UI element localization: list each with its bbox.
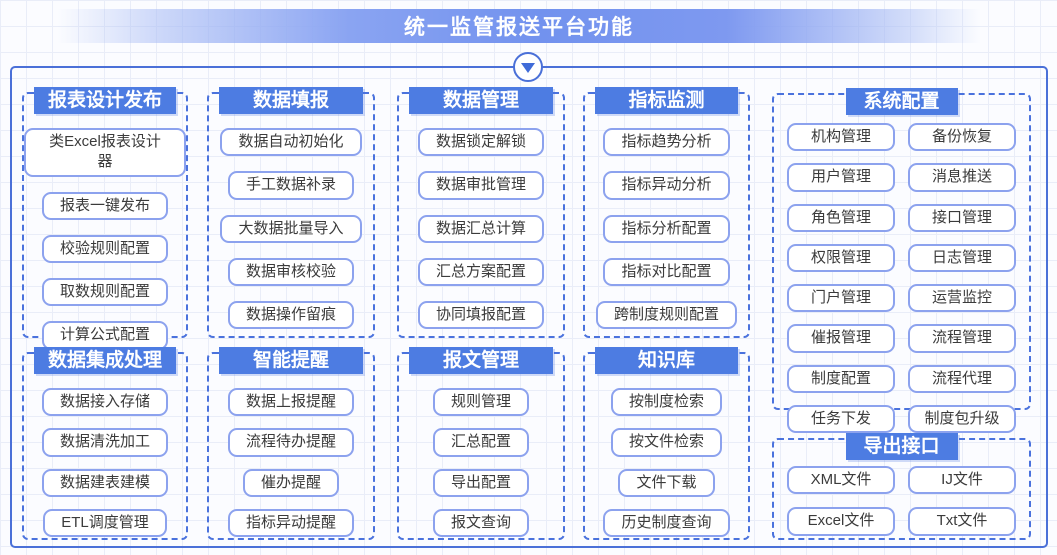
feature-button: 计算公式配置 [41,321,168,350]
feature-button: 类Excel报表设计器 [24,128,186,177]
feature-button: 指标异动分析 [603,171,730,200]
feature-button: 流程待办提醒 [227,428,354,457]
feature-button: 数据接入存储 [41,388,168,417]
feature-button: 指标异动提醒 [227,508,354,537]
feature-button: 数据自动初始化 [220,128,362,157]
feature-button: 规则管理 [432,388,529,417]
feature-button: 流程管理 [908,324,1016,353]
feature-button: 指标分析配置 [603,214,730,243]
group-title: 报表设计发布 [33,87,177,114]
feature-button: 数据上报提醒 [227,388,354,417]
feature-button: 校验规则配置 [41,234,168,263]
feature-button: 角色管理 [787,203,895,232]
feature-button: 数据审批管理 [417,171,544,200]
feature-button: 数据清洗加工 [41,428,168,457]
group-data-filling: 数据填报 数据自动初始化 手工数据补录 大数据批量导入 数据审核校验 数据操作留… [207,87,375,338]
feature-button: 数据锁定解锁 [417,128,544,157]
group-system-config: 系统配置 机构管理 备份恢复 用户管理 消息推送 角色管理 接口管理 权限管理 … [772,88,1031,433]
group-smart-reminder: 智能提醒 数据上报提醒 流程待办提醒 催办提醒 指标异动提醒 [207,347,375,540]
feature-button: 文件下载 [618,468,715,497]
feature-button: XML文件 [787,466,895,495]
group-title: 数据填报 [218,87,364,114]
page-title: 统一监管报送平台功能 [404,16,634,39]
feature-button: 用户管理 [787,163,895,192]
feature-button: ETL调度管理 [43,508,167,537]
feature-button: 消息推送 [908,163,1016,192]
feature-button: 导出配置 [432,468,529,497]
group-title: 导出接口 [845,433,958,460]
group-title: 报文管理 [408,347,554,374]
feature-button: 门户管理 [787,284,895,313]
feature-button: 数据建表建模 [41,468,168,497]
group-knowledge-base: 知识库 按制度检索 按文件检索 文件下载 历史制度查询 [583,347,750,540]
feature-button: Txt文件 [908,507,1016,536]
feature-button: 日志管理 [908,243,1016,272]
feature-button: 指标对比配置 [603,257,730,286]
group-title: 指标监测 [594,87,739,114]
feature-button: 权限管理 [787,243,895,272]
feature-button: 跨制度规则配置 [595,301,737,330]
feature-panel: 报表设计发布 类Excel报表设计器 报表一键发布 校验规则配置 取数规则配置 … [10,66,1048,548]
feature-button: 按制度检索 [610,388,722,417]
group-title: 知识库 [594,347,739,374]
feature-button: 数据审核校验 [227,257,354,286]
feature-button: 按文件检索 [610,428,722,457]
feature-button: 备份恢复 [908,123,1016,152]
feature-button: 手工数据补录 [227,171,354,200]
feature-button: 流程代理 [908,364,1016,393]
flow-connector [513,52,543,82]
feature-button: 运营监控 [908,284,1016,313]
group-data-integration: 数据集成处理 数据接入存储 数据清洗加工 数据建表建模 ETL调度管理 [22,347,188,540]
feature-button: IJ文件 [908,466,1016,495]
feature-button: Excel文件 [787,507,895,536]
feature-button: 协同填报配置 [417,301,544,330]
feature-button: 汇总配置 [432,428,529,457]
feature-button: 催办提醒 [242,468,339,497]
group-title: 数据集成处理 [33,347,177,374]
feature-button: 数据汇总计算 [417,214,544,243]
feature-button: 数据操作留痕 [227,301,354,330]
group-report-design: 报表设计发布 类Excel报表设计器 报表一键发布 校验规则配置 取数规则配置 … [22,87,188,350]
feature-button: 指标趋势分析 [603,128,730,157]
group-title: 数据管理 [408,87,554,114]
feature-button: 接口管理 [908,203,1016,232]
feature-button: 大数据批量导入 [220,214,362,243]
feature-button: 机构管理 [787,123,895,152]
feature-button: 取数规则配置 [41,278,168,307]
feature-button: 制度配置 [787,364,895,393]
group-export-interface: 导出接口 XML文件 IJ文件 Excel文件 Txt文件 [772,433,1031,540]
group-title: 智能提醒 [218,347,364,374]
down-triangle-icon [521,63,535,73]
feature-button: 报表一键发布 [41,191,168,220]
feature-button: 历史制度查询 [603,508,730,537]
feature-button: 汇总方案配置 [417,257,544,286]
group-data-management: 数据管理 数据锁定解锁 数据审批管理 数据汇总计算 汇总方案配置 协同填报配置 [397,87,565,338]
title-banner: 统一监管报送平台功能 [48,9,990,43]
group-title: 系统配置 [845,88,958,115]
feature-button: 任务下发 [787,404,895,433]
group-indicator-monitoring: 指标监测 指标趋势分析 指标异动分析 指标分析配置 指标对比配置 跨制度规则配置 [583,87,750,338]
feature-button: 制度包升级 [908,404,1016,433]
feature-button: 报文查询 [432,508,529,537]
group-message-management: 报文管理 规则管理 汇总配置 导出配置 报文查询 [397,347,565,540]
feature-button: 催报管理 [787,324,895,353]
